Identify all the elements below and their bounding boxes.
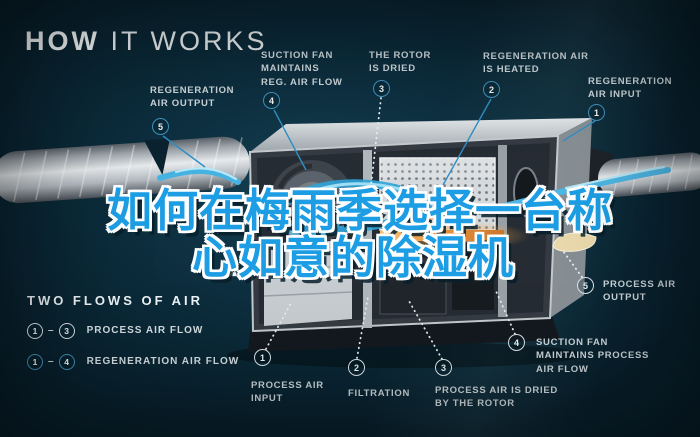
callout-badge-process-air-input: 1 — [254, 349, 271, 366]
callout-label-suction-fan-process: SUCTION FAN MAINTAINS PROCESS AIR FLOW — [536, 337, 650, 375]
process-output-arrow — [552, 232, 597, 252]
leader-regen-heated — [437, 98, 492, 195]
leader-suction-reg — [273, 109, 307, 171]
callout-badge-regen-air-heated: 2 — [483, 81, 500, 98]
callout-label-regen-air-output: REGENERATION AIR OUTPUT — [150, 85, 235, 110]
leader-regen-input — [562, 120, 596, 142]
air-streams — [157, 165, 671, 239]
callout-label-regen-air-heated: REGENERATION AIR IS HEATED — [483, 51, 589, 76]
legend-process-label: PROCESS AIR FLOW — [86, 325, 204, 336]
leader-process-output — [562, 250, 583, 278]
legend: TWO FLOWS OF AIR 1 – 3 PROCESS AIR FLOW … — [27, 293, 239, 370]
callout-badge-regen-air-output: 5 — [152, 118, 169, 135]
leader-process-input — [265, 302, 292, 350]
legend-regen-from-badge: 1 — [27, 353, 43, 370]
callout-badge-suction-fan-process: 4 — [508, 334, 525, 351]
legend-regen-label: REGENERATION AIR FLOW — [86, 356, 240, 367]
heater — [380, 221, 530, 251]
callout-badge-suction-fan-reg: 4 — [263, 92, 280, 109]
callout-badge-filtration: 2 — [348, 359, 365, 376]
callout-label-process-air-dried: PROCESS AIR IS DRIED BY THE ROTOR — [435, 385, 558, 410]
callout-label-rotor-is-dried: THE ROTOR IS DRIED — [369, 50, 432, 75]
page-title: HOW IT WORKS — [25, 26, 268, 57]
callout-badge-process-air-output: 5 — [577, 277, 594, 294]
leader-suction-process — [495, 290, 516, 335]
legend-dash: – — [48, 356, 54, 367]
page-title-strong: HOW — [25, 26, 100, 56]
leader-regen-output — [162, 135, 206, 168]
legend-process-from-badge: 1 — [27, 322, 43, 339]
callout-badge-process-air-dried: 3 — [435, 359, 452, 376]
callout-badge-regen-air-input: 1 — [588, 104, 605, 121]
callout-label-process-air-output: PROCESS AIR OUTPUT — [603, 279, 676, 304]
legend-process-to-badge: 3 — [58, 322, 75, 339]
legend-regen-to-badge: 4 — [58, 353, 75, 370]
headline-line2: 心如意的除湿机 — [191, 231, 514, 284]
legend-dash: – — [48, 325, 54, 336]
headline-line1: 如何在梅雨季选择一台称 — [106, 184, 613, 237]
legend-row-process: 1 – 3 PROCESS AIR FLOW — [27, 322, 239, 339]
callout-label-process-air-input: PROCESS AIR INPUT — [251, 380, 324, 405]
callout-badge-rotor-is-dried: 3 — [373, 80, 390, 97]
page-title-light: IT WORKS — [99, 26, 268, 56]
legend-row-regeneration: 1 – 4 REGENERATION AIR FLOW — [27, 353, 239, 370]
leader-lines — [162, 97, 596, 360]
callout-label-suction-fan-reg: SUCTION FAN MAINTAINS REG. AIR FLOW — [261, 50, 343, 88]
legend-heading: TWO FLOWS OF AIR — [27, 293, 204, 308]
leader-process-dried — [408, 300, 443, 360]
callout-label-regen-air-input: REGENERATION AIR INPUT — [588, 76, 673, 101]
leader-filtration — [356, 296, 369, 359]
headline-underline-swoosh — [192, 265, 257, 277]
callout-label-filtration: FILTRATION — [348, 388, 411, 399]
